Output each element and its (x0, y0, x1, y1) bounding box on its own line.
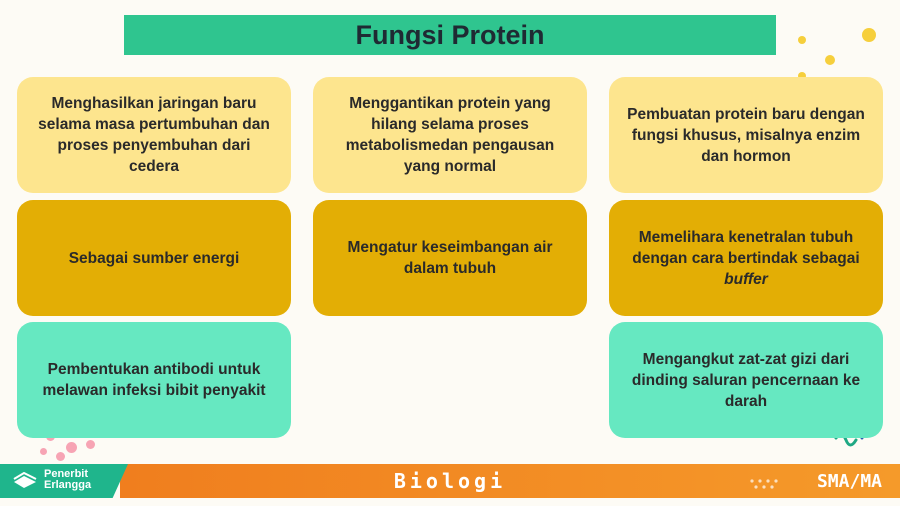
card-text: Pembuatan protein baru dengan fungsi khu… (627, 105, 865, 165)
card-transport: Mengangkut zat-zat gizi dari dinding sal… (609, 322, 883, 438)
publisher-line-1: Penerbit (44, 468, 89, 480)
card-text: Mengangkut zat-zat gizi dari dinding sal… (631, 350, 861, 410)
card-replace: Menggantikan protein yang hilang selama … (313, 77, 587, 193)
card-energy: Sebagai sumber energi (17, 200, 291, 316)
card-text-italic: buffer (724, 270, 768, 288)
decor-dot (798, 72, 806, 80)
decor-dot (40, 448, 47, 455)
card-text: Sebagai sumber energi (68, 249, 240, 267)
publisher-badge: Penerbit Erlangga (0, 464, 128, 498)
publisher-name: Penerbit Erlangga (44, 469, 91, 491)
title-bar: Fungsi Protein (124, 15, 776, 55)
decor-dot (66, 442, 77, 453)
card-text: Memelihara kenetralan tubuh dengan cara … (632, 228, 860, 267)
decor-dots-footer (750, 479, 778, 489)
card-water: Mengatur keseimbangan air dalam tubuh (313, 200, 587, 316)
card-text: Mengatur keseimbangan air dalam tubuh (347, 239, 553, 277)
card-text: Pembentukan antibodi untuk melawan infek… (42, 361, 266, 399)
level-label: SMA/MA (816, 470, 882, 492)
card-text: Menghasilkan jaringan baru selama masa p… (38, 95, 270, 175)
card-antibody: Pembentukan antibodi untuk melawan infek… (17, 322, 291, 438)
decor-dot (825, 55, 835, 65)
page-title: Fungsi Protein (355, 19, 545, 50)
card-text: Menggantikan protein yang hilang selama … (345, 95, 555, 175)
subject-label: Biologi (393, 469, 507, 493)
decor-dot (862, 28, 876, 42)
card-new-protein: Pembuatan protein baru dengan fungsi khu… (609, 77, 883, 193)
card-text-wrapper: Memelihara kenetralan tubuh dengan cara … (625, 227, 867, 290)
footer-band (120, 464, 900, 498)
decor-dot (86, 440, 95, 449)
decor-dot (798, 36, 806, 44)
decor-dot (56, 452, 65, 461)
card-neutral: Memelihara kenetralan tubuh dengan cara … (609, 200, 883, 316)
footer: Penerbit Erlangga Biologi SMA/MA (0, 464, 900, 506)
publisher-line-2: Erlangga (44, 479, 92, 491)
card-growth: Menghasilkan jaringan baru selama masa p… (17, 77, 291, 193)
publisher-logo-icon (13, 472, 37, 488)
